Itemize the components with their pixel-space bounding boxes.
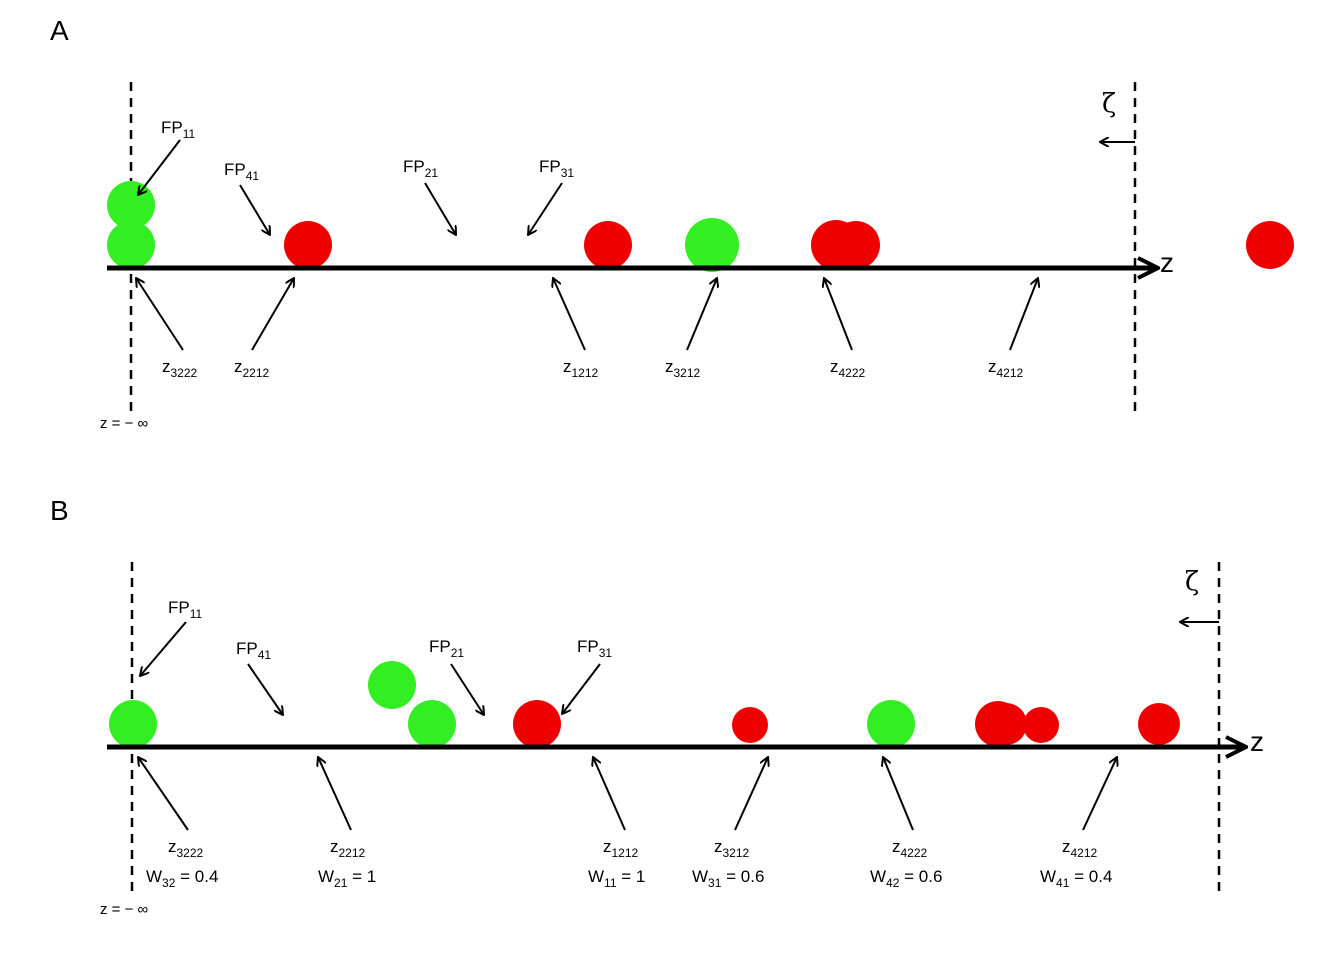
fp-arrow (562, 663, 601, 714)
fp-arrow (140, 621, 187, 676)
fp-label: FP11 (168, 598, 203, 621)
panel-b: B ζ z FP11 FP41 FP21 FP31 z3222 W32 = 0.… (50, 495, 1264, 918)
fp-arrow (424, 182, 456, 235)
fp-label: FP21 (429, 637, 464, 660)
w-label: W32 = 0.4 (146, 867, 218, 890)
z-axis-label: z (1160, 247, 1174, 278)
z-label: z4212 (1062, 837, 1098, 860)
z-label: z2212 (330, 837, 366, 860)
z-arrow (686, 278, 717, 351)
red-particle (732, 707, 768, 743)
red-particle (1138, 703, 1180, 745)
z-label: z2212 (234, 357, 270, 380)
z-arrow (824, 278, 853, 351)
green-particle (107, 221, 155, 269)
z-label: z3212 (665, 357, 701, 380)
fp-arrow (138, 139, 181, 195)
z-axis-label: z (1250, 726, 1264, 757)
fp-label: FP31 (577, 637, 612, 660)
z-arrow (138, 757, 189, 831)
fp-label: FP31 (539, 157, 574, 180)
panel-a: A ζ z FP11 FP41 FP21 FP31 z3222 z2212 (50, 15, 1294, 432)
z-arrow (883, 757, 914, 831)
z-arrow (553, 278, 586, 351)
red-particle (584, 221, 632, 269)
z-arrow (1082, 757, 1117, 831)
z-label: z4222 (892, 837, 928, 860)
z-label: z3212 (714, 837, 750, 860)
w-label: W21 = 1 (318, 867, 376, 890)
z-arrow (734, 757, 768, 831)
green-particle (408, 700, 456, 748)
w-label: W41 = 0.4 (1040, 867, 1112, 890)
zeta-symbol: ζ (1102, 89, 1116, 119)
fp-label: FP41 (224, 160, 259, 183)
z-label: z4222 (830, 357, 866, 380)
z-label: z4212 (988, 357, 1024, 380)
z-arrow (593, 757, 626, 831)
z-label: z3222 (162, 357, 198, 380)
z-label: z1212 (603, 837, 639, 860)
z-arrow (251, 278, 294, 351)
fp-label: FP41 (236, 639, 271, 662)
green-particle (109, 700, 157, 748)
fp-arrow (239, 184, 270, 235)
green-particle (867, 700, 915, 748)
minus-infinity-label: z = − ∞ (100, 901, 149, 918)
z-arrow (1009, 278, 1038, 351)
z-label: z1212 (563, 357, 599, 380)
w-label: W11 = 1 (588, 867, 645, 890)
z-arrow (318, 757, 352, 831)
z-arrow (136, 278, 184, 351)
green-particle (685, 218, 739, 272)
panel-b-label: B (50, 495, 69, 526)
fp-arrow (450, 663, 484, 715)
red-particle (1246, 221, 1294, 269)
fp-label: FP21 (403, 157, 438, 180)
w-label: W42 = 0.6 (870, 867, 942, 890)
w-label: W31 = 0.6 (692, 867, 764, 890)
red-particle (832, 221, 880, 269)
fp-arrow (528, 182, 563, 235)
red-particle (513, 700, 561, 748)
z-label: z3222 (168, 837, 204, 860)
panel-a-label: A (50, 15, 69, 46)
zeta-symbol: ζ (1185, 567, 1199, 597)
fp-label: FP11 (161, 118, 196, 141)
red-particle (284, 221, 332, 269)
minus-infinity-label: z = − ∞ (100, 415, 149, 432)
red-particle (985, 703, 1027, 745)
fp-arrow (247, 663, 283, 715)
green-particle (368, 661, 416, 709)
red-particle (1023, 707, 1059, 743)
